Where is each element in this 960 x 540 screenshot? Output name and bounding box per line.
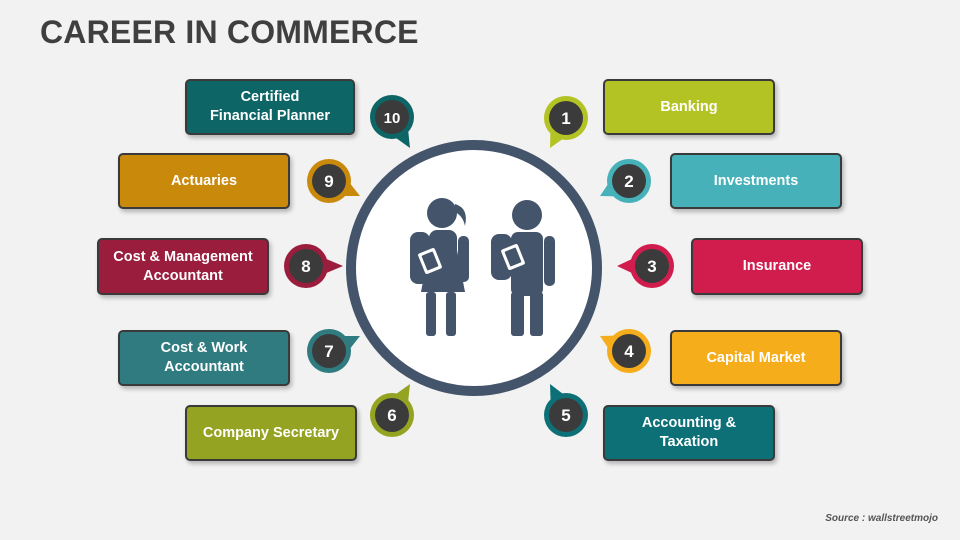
- badge-pointer: [600, 335, 617, 350]
- badge-pointer: [550, 130, 565, 148]
- badge-inner-circle: [375, 398, 409, 432]
- number-badge-6: 6: [370, 384, 414, 437]
- number-badge-7: 7: [307, 329, 360, 373]
- career-card-10: Certified Financial Planner: [185, 79, 355, 135]
- badge-number: 3: [647, 257, 656, 276]
- career-card-3: Insurance: [691, 238, 863, 295]
- girl-student-figure: [410, 198, 469, 336]
- badge-outer-ring: [607, 329, 651, 373]
- number-badge-9: 9: [307, 159, 360, 203]
- badge-outer-ring: [630, 244, 674, 288]
- badge-number: 8: [301, 257, 310, 276]
- career-card-1: Banking: [603, 79, 775, 135]
- badge-outer-ring: [370, 95, 414, 139]
- number-badge-5: 5: [544, 384, 588, 437]
- badge-inner-circle: [612, 164, 646, 198]
- badge-outer-ring: [607, 159, 651, 203]
- boy-student-figure: [491, 200, 555, 336]
- number-badge-1: 1: [544, 96, 588, 148]
- badge-outer-ring: [544, 393, 588, 437]
- badge-number: 4: [624, 342, 634, 361]
- badge-inner-circle: [549, 101, 583, 135]
- career-card-6: Company Secretary: [185, 405, 357, 461]
- badge-pointer: [394, 128, 410, 148]
- badge-number: 9: [324, 172, 333, 191]
- number-badge-8: 8: [284, 244, 343, 288]
- badge-inner-circle: [635, 249, 669, 283]
- badge-number: 1: [561, 109, 570, 128]
- badge-inner-circle: [375, 100, 409, 134]
- career-card-8: Cost & Management Accountant: [97, 238, 269, 295]
- career-card-7: Cost & Work Accountant: [118, 330, 290, 386]
- badge-inner-circle: [312, 164, 346, 198]
- badge-inner-circle: [612, 334, 646, 368]
- badge-pointer: [617, 258, 634, 274]
- career-card-9: Actuaries: [118, 153, 290, 209]
- number-badge-3: 3: [617, 244, 674, 288]
- badge-outer-ring: [370, 393, 414, 437]
- badge-pointer: [600, 182, 617, 197]
- badge-pointer: [550, 384, 565, 403]
- number-badge-2: 2: [600, 159, 651, 203]
- badge-pointer: [341, 181, 360, 197]
- badge-outer-ring: [284, 244, 328, 288]
- badge-outer-ring: [307, 329, 351, 373]
- student-pair-icon: [410, 198, 555, 336]
- badge-number: 7: [324, 342, 333, 361]
- source-note: Source : wallstreetmojo: [825, 513, 938, 524]
- career-card-5: Accounting & Taxation: [603, 405, 775, 461]
- badge-pointer: [394, 384, 410, 404]
- career-card-4: Capital Market: [670, 330, 842, 386]
- badge-number: 5: [561, 406, 570, 425]
- number-badge-10: 10: [370, 95, 414, 148]
- number-badge-4: 4: [600, 329, 651, 373]
- number-badges: 1 2 3 4 5 6 7 8 9 10: [284, 95, 674, 437]
- badge-inner-circle: [289, 249, 323, 283]
- badge-inner-circle: [312, 334, 346, 368]
- badge-outer-ring: [544, 96, 588, 140]
- badge-inner-circle: [549, 398, 583, 432]
- badge-number: 10: [384, 110, 401, 127]
- badge-outer-ring: [307, 159, 351, 203]
- badge-pointer: [341, 335, 360, 351]
- badge-pointer: [324, 258, 343, 274]
- badge-number: 2: [624, 172, 633, 191]
- center-ring: [346, 140, 602, 396]
- badge-number: 6: [387, 406, 396, 425]
- career-card-2: Investments: [670, 153, 842, 209]
- page-title: CAREER IN COMMERCE: [40, 14, 419, 50]
